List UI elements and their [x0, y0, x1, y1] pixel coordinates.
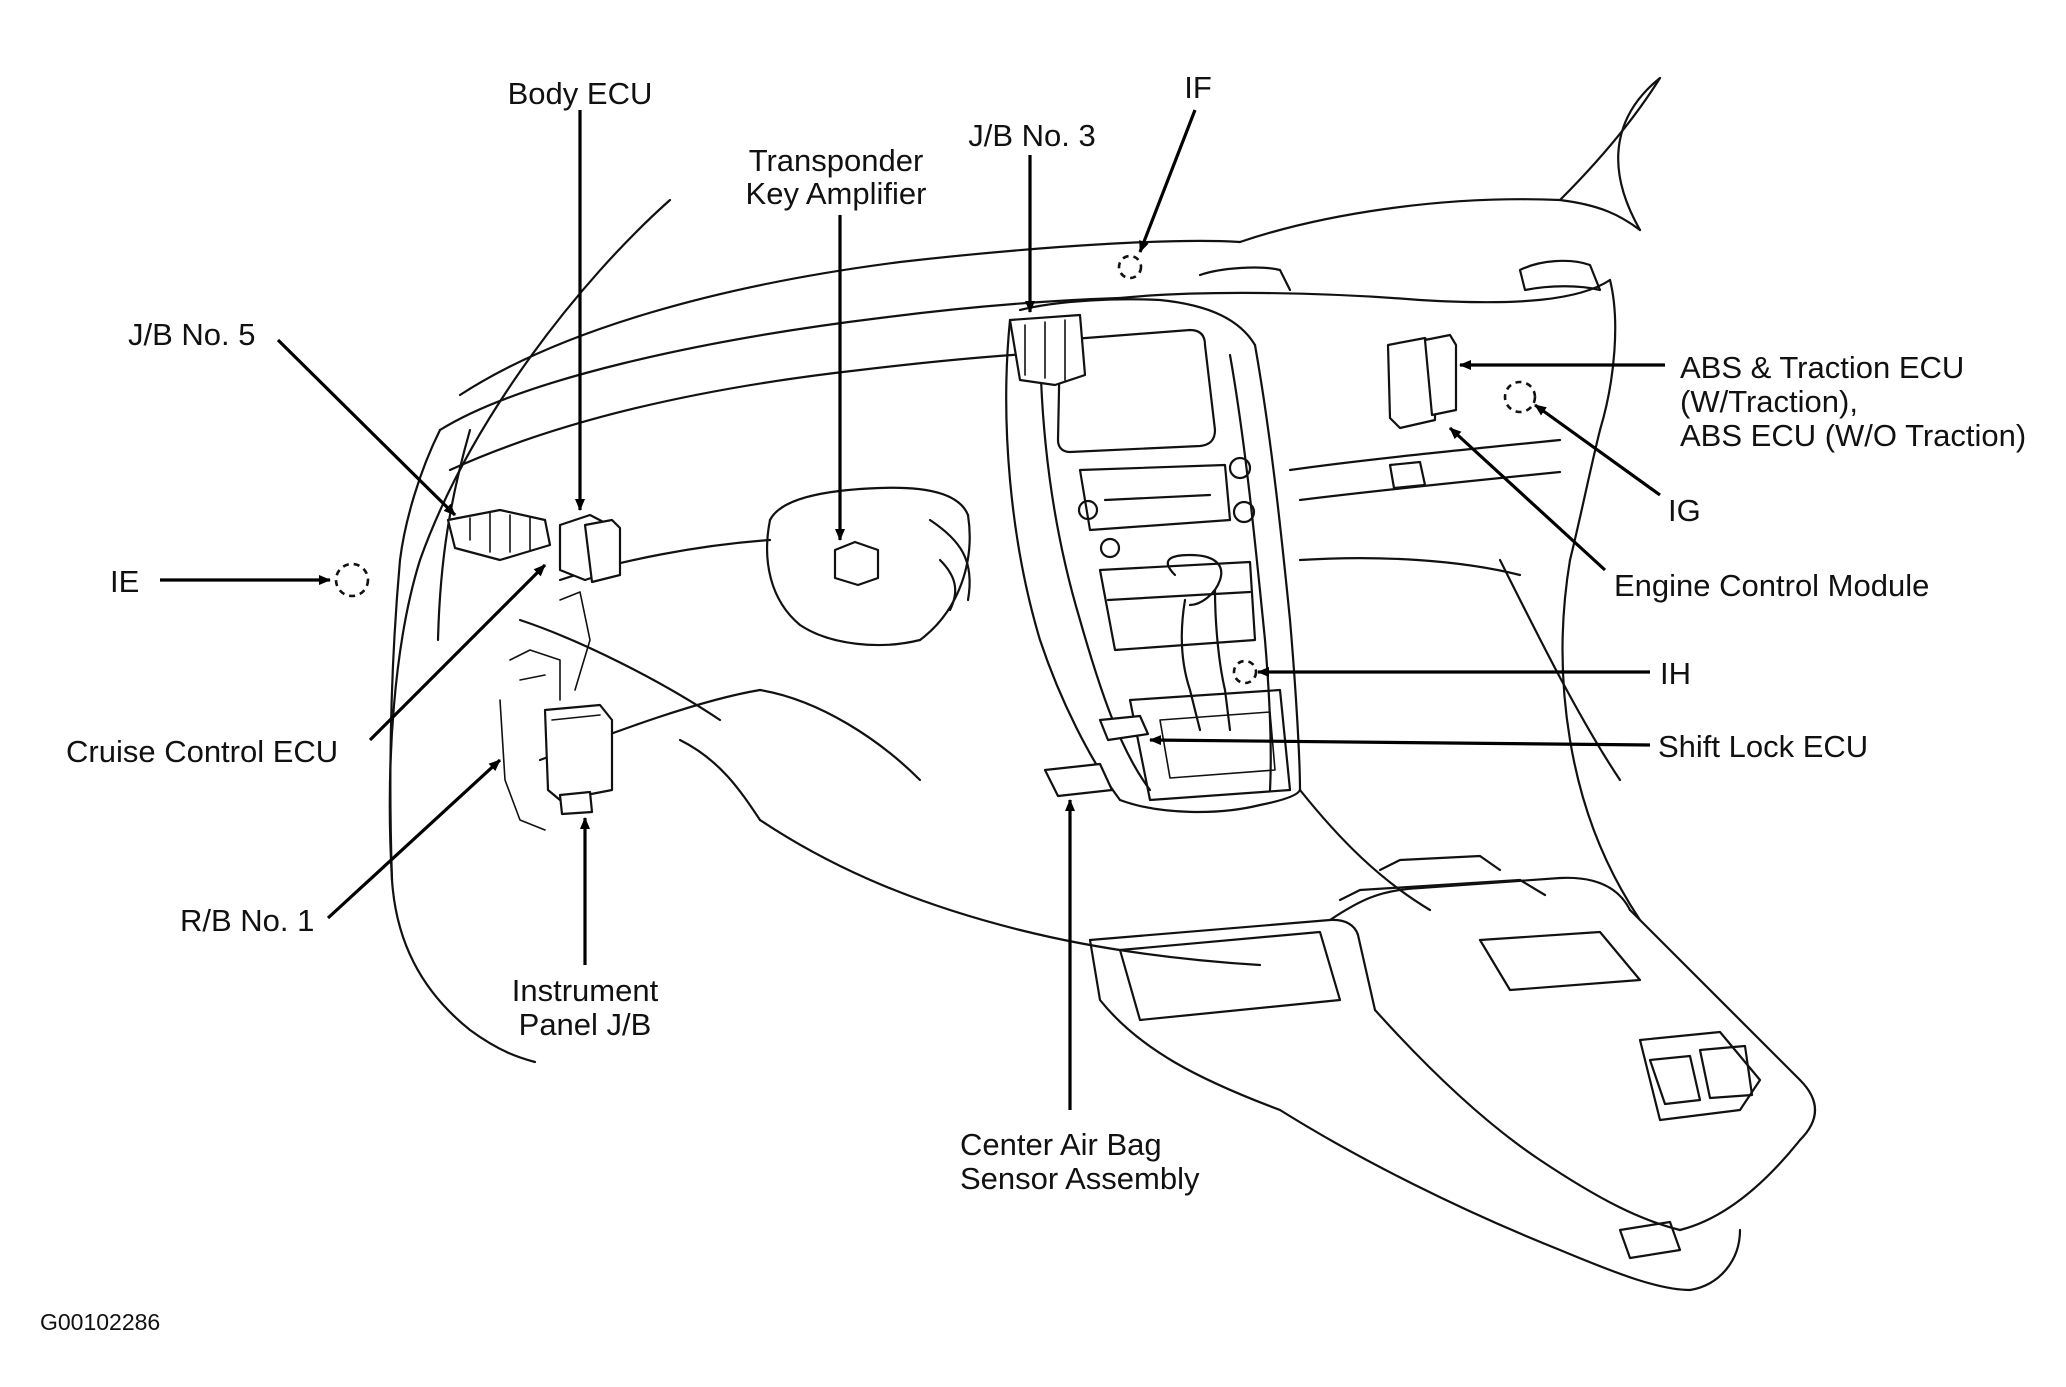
connector-if-icon [1117, 254, 1143, 280]
label-ig: IG [1668, 493, 1701, 528]
label-transponder-line1: Transponder [749, 143, 924, 178]
label-airbag-line2: Sensor Assembly [960, 1161, 1200, 1196]
label-instrument-line2: Panel J/B [519, 1007, 652, 1042]
label-abs-line1: ABS & Traction ECU [1680, 350, 1964, 385]
label-jb-no-5: J/B No. 5 [128, 317, 256, 352]
label-ih: IH [1660, 656, 1691, 691]
connector-ig-icon [1503, 380, 1537, 414]
label-airbag-line1: Center Air Bag [960, 1127, 1162, 1162]
label-engine-control-module: Engine Control Module [1614, 568, 1929, 603]
label-body-ecu: Body ECU [508, 76, 653, 111]
label-instrument-line1: Instrument [512, 973, 659, 1008]
dashboard-drawing [388, 76, 1816, 1292]
transponder-key-amplifier-component [833, 540, 880, 587]
label-rb-no-1: R/B No. 1 [180, 903, 314, 938]
label-ie: IE [110, 564, 139, 599]
label-transponder-line2: Key Amplifier [746, 176, 927, 211]
center-air-bag-sensor-component [1043, 762, 1114, 798]
instrument-panel-jb-component [499, 591, 614, 831]
connector-ie-icon [334, 562, 370, 598]
label-abs-line2: (W/Traction), [1680, 384, 1858, 419]
label-jb-no-3: J/B No. 3 [968, 118, 1096, 153]
connector-ih-icon [1232, 659, 1258, 685]
body-ecu-component [558, 513, 622, 584]
label-if: IF [1184, 70, 1212, 105]
leader-lines [160, 109, 1665, 1110]
shift-lock-ecu-component [1098, 714, 1150, 742]
label-abs-line3: ABS ECU (W/O Traction) [1680, 418, 2026, 453]
label-shift-lock-ecu: Shift Lock ECU [1658, 729, 1868, 764]
jb-no-3-component [1008, 313, 1087, 387]
figure-id: G00102286 [40, 1309, 160, 1335]
jb-no-5-component [446, 508, 552, 562]
label-cruise-control-ecu: Cruise Control ECU [66, 734, 338, 769]
abs-traction-ecu-component [1386, 333, 1458, 430]
